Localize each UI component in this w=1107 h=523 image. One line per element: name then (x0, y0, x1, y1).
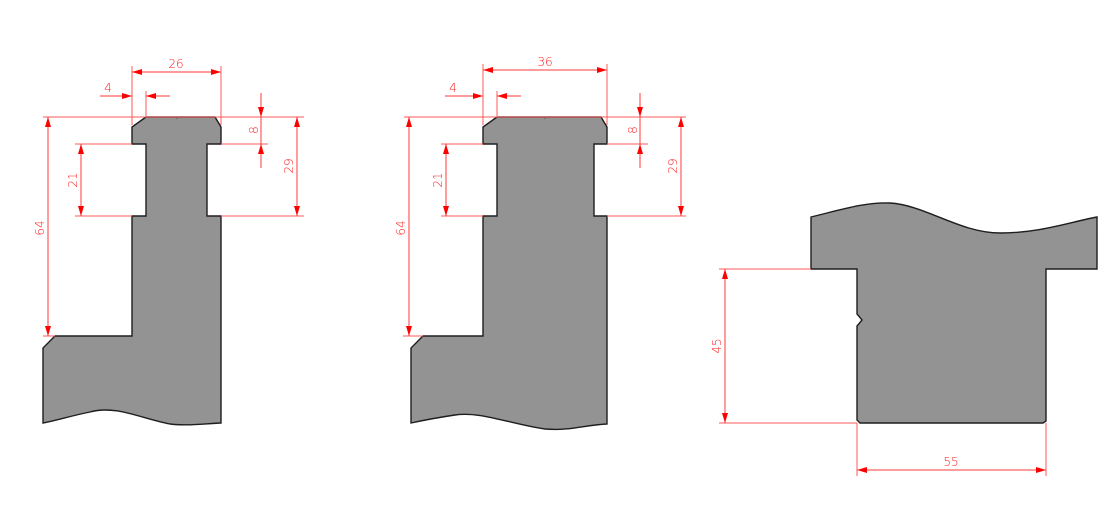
dim-label-21: 21 (66, 172, 80, 187)
profile-right-shape (810, 202, 1098, 424)
profile-left-shape (42, 116, 222, 426)
dim-label-8: 8 (626, 126, 640, 134)
profile-middle: 36 4 8 29 21 (394, 55, 686, 431)
dim-label-64: 64 (33, 220, 47, 235)
dim-slot-height: 21 (66, 144, 84, 216)
dim-label-29: 29 (666, 158, 680, 173)
dim-slot-bottom: 29 (282, 117, 300, 216)
dim-label-8: 8 (247, 126, 261, 134)
dim-top-width: 36 (482, 55, 608, 125)
dim-slot-offset: 8 (626, 93, 643, 168)
dim-total-height: 64 (33, 117, 55, 337)
dim-top-width: 26 (131, 57, 222, 125)
dim-height: 45 (710, 268, 857, 424)
dim-slot-bottom: 29 (666, 117, 684, 216)
profile-middle-shape (410, 116, 608, 431)
profile-left: 26 4 8 29 21 (33, 57, 304, 426)
dim-label-64: 64 (394, 220, 408, 235)
dim-width: 55 (856, 423, 1047, 476)
dim-label-36: 36 (537, 55, 552, 69)
dim-slot-offset: 8 (247, 93, 264, 168)
profile-right: 45 55 (710, 202, 1098, 476)
dim-label-4: 4 (449, 81, 457, 95)
dim-label-29: 29 (282, 158, 296, 173)
dim-total-height: 64 (394, 117, 423, 337)
dim-chamfer: 4 (100, 81, 170, 117)
dim-label-55: 55 (943, 455, 958, 469)
dim-label-26: 26 (168, 57, 183, 71)
dim-label-21: 21 (431, 172, 445, 187)
dim-chamfer: 4 (445, 81, 521, 117)
dim-label-4: 4 (104, 81, 112, 95)
dim-label-45: 45 (710, 338, 724, 353)
dim-slot-height: 21 (431, 144, 449, 216)
